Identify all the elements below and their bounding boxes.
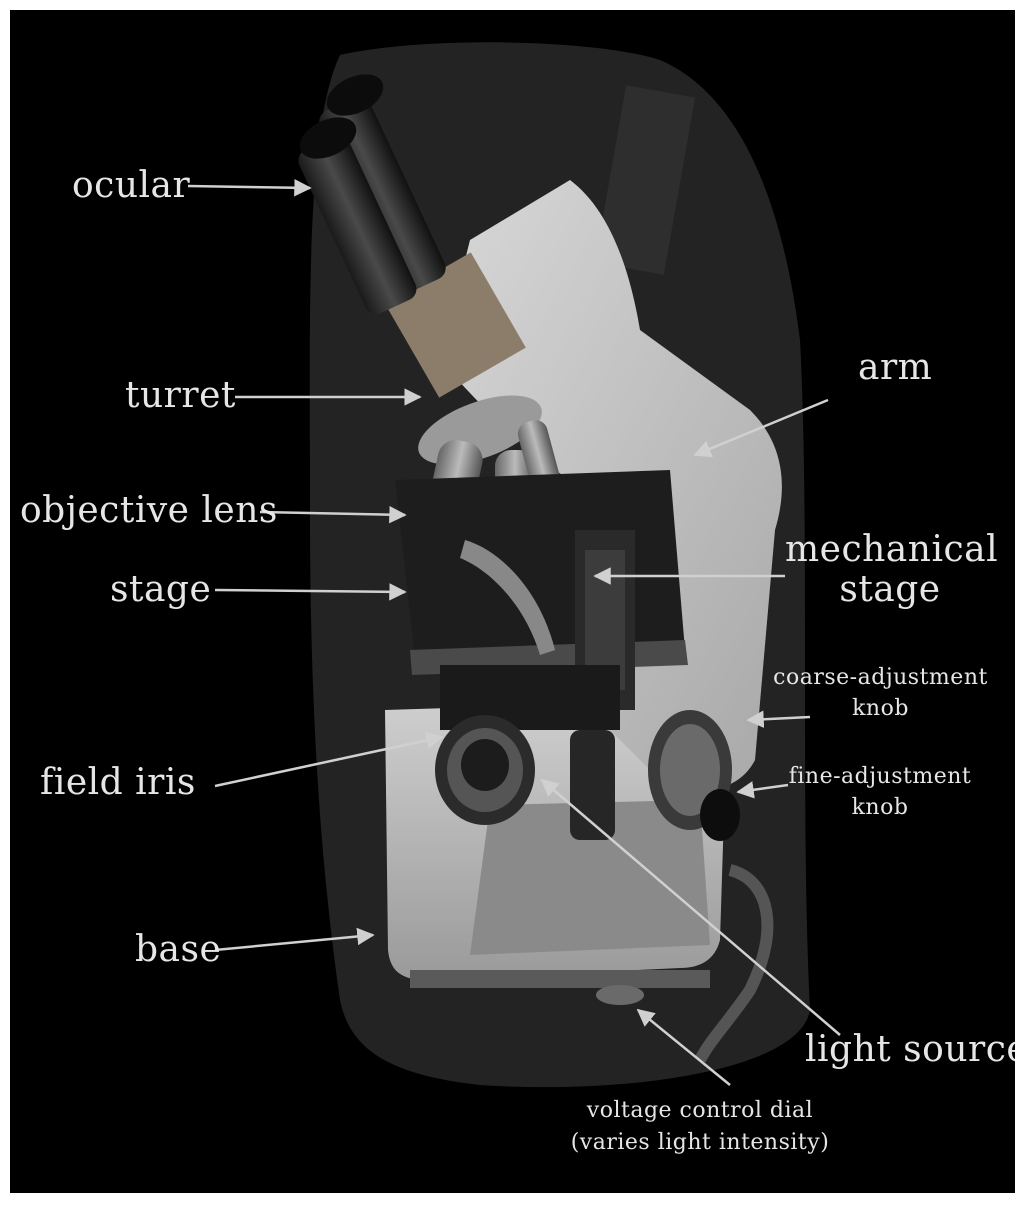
- label-stage: stage: [110, 572, 211, 608]
- base-foot: [410, 970, 710, 988]
- label-mechanical-stage-line2: stage: [785, 570, 995, 610]
- label-voltage-line1: voltage control dial: [535, 1095, 865, 1127]
- label-base: base: [135, 932, 221, 968]
- label-voltage-line2: (varies light intensity): [535, 1127, 865, 1159]
- label-light-source: light source: [805, 1032, 1015, 1068]
- arrow-ocular: [188, 186, 310, 188]
- voltage-dial: [596, 985, 644, 1005]
- label-fine-line1: fine-adjustment: [765, 762, 995, 793]
- label-mechanical-stage-line1: mechanical: [785, 530, 995, 570]
- diagram-frame: ocular turret objective lens stage field…: [10, 10, 1015, 1193]
- label-fine-adjustment-knob: fine-adjustment knob: [765, 762, 995, 824]
- fine-knob: [700, 789, 740, 841]
- label-voltage-control-dial: voltage control dial (varies light inten…: [535, 1095, 865, 1159]
- label-coarse-line2: knob: [758, 694, 1003, 725]
- label-field-iris: field iris: [40, 765, 196, 801]
- label-coarse-line1: coarse-adjustment: [758, 663, 1003, 694]
- label-objective-lens: objective lens: [20, 493, 278, 529]
- label-ocular: ocular: [72, 168, 190, 204]
- label-mechanical-stage: mechanical stage: [785, 530, 995, 609]
- label-fine-line2: knob: [765, 793, 995, 824]
- label-turret: turret: [125, 378, 236, 414]
- label-arm: arm: [858, 350, 932, 386]
- label-coarse-adjustment-knob: coarse-adjustment knob: [758, 663, 1003, 725]
